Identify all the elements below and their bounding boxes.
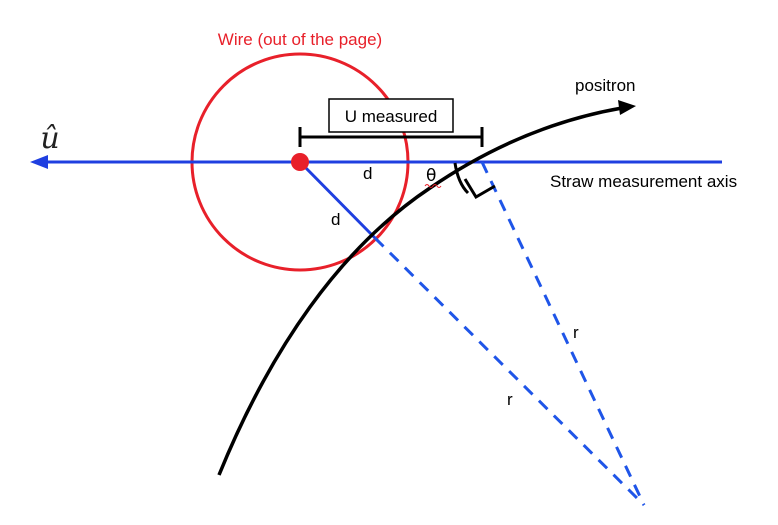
theta-label: θ <box>426 166 436 186</box>
axis-label: Straw measurement axis <box>550 172 737 191</box>
right-angle-marker <box>463 178 496 200</box>
u-measured-label: U measured <box>345 107 438 126</box>
axis-arrowhead <box>30 155 48 169</box>
radius-r-dashed-upper <box>480 161 646 506</box>
theta-angle-arc <box>453 162 470 195</box>
positron-label: positron <box>575 76 635 95</box>
wire-label: Wire (out of the page) <box>218 30 382 49</box>
radius-r-label-upper: r <box>573 323 579 342</box>
theta-underline-squiggle <box>424 184 442 188</box>
u-measured-label-box <box>328 98 454 133</box>
radius-r-label-lower: r <box>507 390 513 409</box>
positron-arrowhead <box>618 100 636 115</box>
positron-track <box>217 106 623 476</box>
distance-d-label-diagonal: d <box>331 210 340 229</box>
wire-dot <box>291 153 309 171</box>
distance-d-label-horizontal: d <box>363 164 372 183</box>
distance-d-line <box>298 160 377 240</box>
u-hat-label: û <box>40 121 59 156</box>
radius-r-dashed-lower <box>373 236 646 507</box>
